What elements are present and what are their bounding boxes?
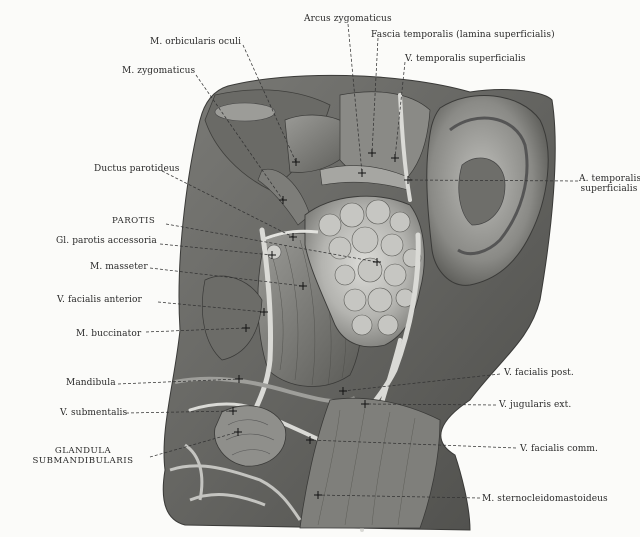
leader-scm xyxy=(317,494,481,499)
label-glandula-submandibularis: GLANDULA SUBMANDIBULARIS xyxy=(17,446,149,466)
submandibular-gland-shape xyxy=(214,405,287,467)
label-m-zygomaticus: M. zygomaticus xyxy=(122,66,196,76)
leader-v-submentalis xyxy=(125,410,234,414)
leader-masseter xyxy=(149,267,304,287)
leader-orbicularis xyxy=(242,44,297,163)
leader-v-facialis-ant xyxy=(157,301,265,313)
pointer-markers xyxy=(229,149,412,499)
label-a-temporalis-superficialis: A. temporalis superficialis xyxy=(579,174,640,194)
leader-zygomaticus xyxy=(195,74,284,201)
label-mandibula: Mandibula xyxy=(66,378,116,388)
accessory-parotid-shape xyxy=(266,244,282,260)
label-v-temporalis-superficialis: V. temporalis superficialis xyxy=(405,54,526,64)
leader-gl-accessoria xyxy=(159,243,273,256)
leader-v-jugularis xyxy=(364,403,497,406)
label-v-facialis-comm: V. facialis comm. xyxy=(520,444,598,454)
leader-v-facialis-comm xyxy=(309,439,517,449)
label-v-submentalis: V. submentalis xyxy=(60,408,128,418)
label-fascia-temporalis: Fascia temporalis (lamina superficialis) xyxy=(371,30,555,40)
label-m-sternocleidomastoideus: M. sternocleidomastoideus xyxy=(482,494,608,504)
leader-mandibula xyxy=(117,378,240,385)
label-gl-parotis-accessoria: Gl. parotis accessoria xyxy=(56,236,157,246)
label-m-buccinator: M. buccinator xyxy=(76,329,142,339)
neck-network xyxy=(169,443,302,521)
label-m-masseter: M. masseter xyxy=(90,262,148,272)
label-parotis: PAROTIS xyxy=(112,216,156,226)
leader-buccinator xyxy=(145,327,247,333)
label-v-facialis-anterior: V. facialis anterior xyxy=(57,295,142,305)
label-a-temporalis-line2: superficialis xyxy=(580,184,638,194)
leader-fascia xyxy=(371,37,379,154)
leader-lines xyxy=(117,23,579,499)
parotid-duct-shape xyxy=(261,229,319,242)
ear-concha xyxy=(458,157,506,226)
leader-ductus xyxy=(161,170,294,238)
label-arcus-zygomaticus: Arcus zygomaticus xyxy=(304,14,392,24)
buccinator-shape xyxy=(202,275,263,361)
leader-a-temporalis xyxy=(407,179,579,182)
label-glandula-line2: SUBMANDIBULARIS xyxy=(32,456,134,466)
v-facialis-anterior-shape xyxy=(252,227,274,413)
submandibular-lobules xyxy=(225,419,275,456)
leader-v-facialis-post xyxy=(342,373,501,392)
label-v-jugularis-ext: V. jugularis ext. xyxy=(499,400,572,410)
label-v-facialis-post: V. facialis post. xyxy=(504,368,574,378)
scm-fibers xyxy=(317,407,416,526)
eye-fold xyxy=(214,102,276,122)
leader-parotis xyxy=(165,223,378,263)
parotis-lobules xyxy=(318,199,422,336)
leader-glandula xyxy=(149,431,239,458)
label-glandula-line1: GLANDULA xyxy=(54,446,112,456)
label-a-temporalis-line1: A. temporalis xyxy=(579,174,640,184)
leader-v-temporalis xyxy=(394,61,406,159)
label-m-orbicularis-oculi: M. orbicularis oculi xyxy=(150,37,242,47)
ear-helix-fold xyxy=(449,116,529,256)
label-ductus-parotideus: Ductus parotideus xyxy=(94,164,180,174)
v-temporalis-shape xyxy=(398,93,412,202)
